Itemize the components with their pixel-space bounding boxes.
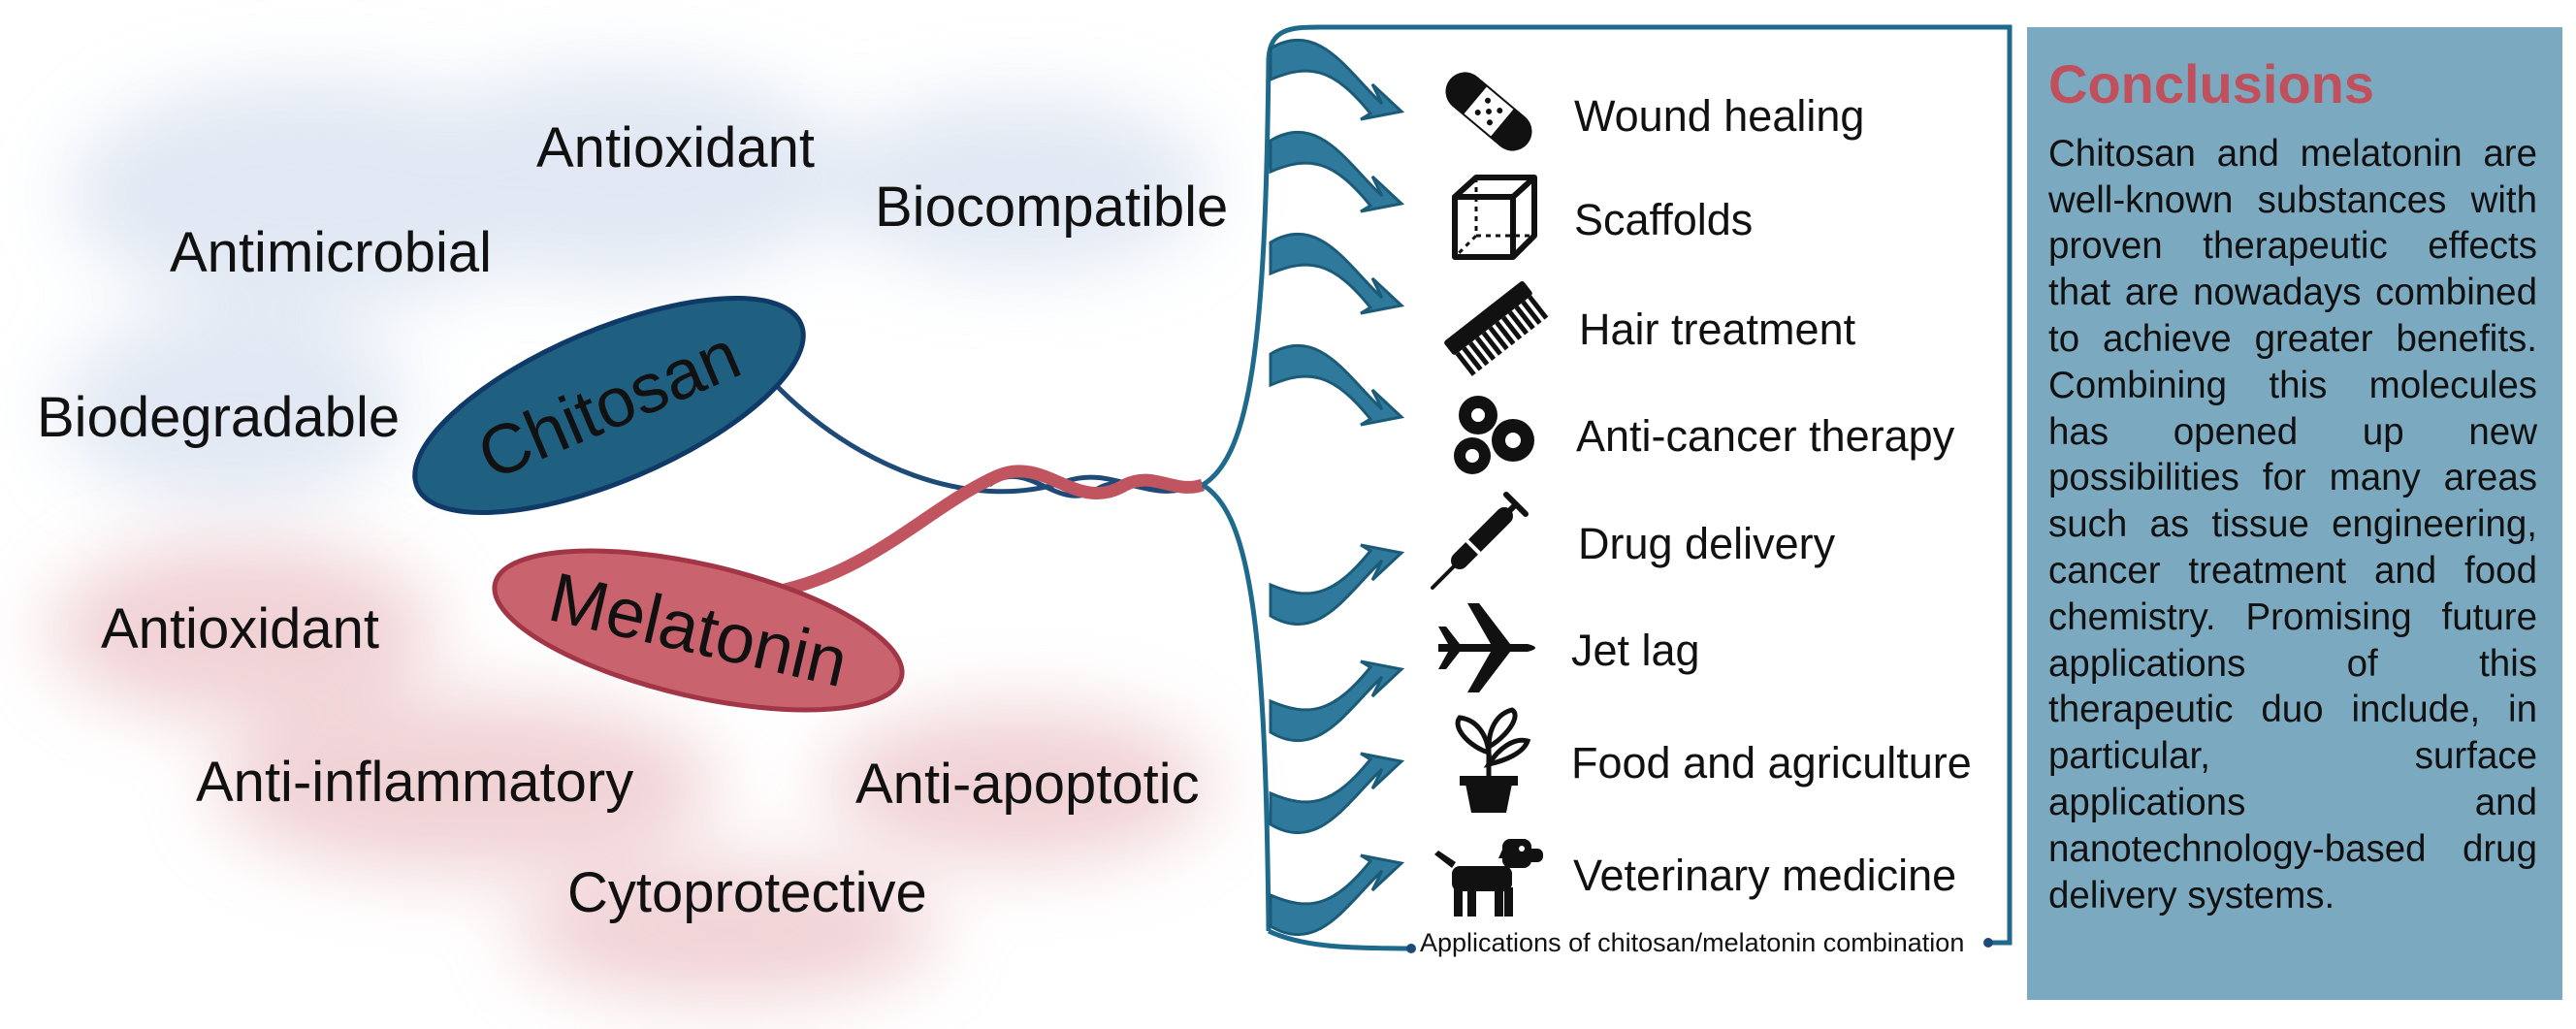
cancer-cells-icon [1454, 396, 1534, 474]
chitosan-property: Biocompatible [875, 176, 1228, 239]
syringe-icon [1431, 492, 1529, 590]
comb-tooth [1495, 320, 1516, 346]
branch-line [1201, 57, 1272, 488]
comb-tooth [1481, 331, 1502, 356]
comb-tooth [1468, 341, 1490, 367]
cube-icon [1452, 175, 1537, 260]
comb-tooth [1521, 300, 1542, 325]
comb-tooth [1514, 305, 1535, 331]
diagram: Antioxidant Biocompatible Antimicrobial … [37, 24, 2012, 999]
conclusions-title: Conclusions [2048, 53, 2375, 114]
application-arrow [1269, 232, 1405, 315]
comb-tooth [1501, 315, 1523, 340]
melatonin-property: Cytoprotective [567, 861, 927, 924]
arrows [1269, 38, 1405, 937]
melatonin-property: Antioxidant [101, 597, 379, 660]
application-arrow [1269, 659, 1405, 743]
airplane-icon [1438, 603, 1535, 692]
melatonin-cloud [48, 543, 1212, 999]
comb-tooth [1528, 295, 1549, 320]
comb-tooth [1455, 351, 1476, 376]
melatonin-property: Anti-apoptotic [855, 753, 1200, 816]
application-arrow [1269, 752, 1405, 835]
applications-bracket-bottom [1267, 928, 1412, 951]
bracket-dot [1983, 938, 1993, 948]
comb-icon [1444, 281, 1549, 376]
application-arrow [1269, 853, 1405, 937]
application-label: Drug delivery [1578, 519, 1836, 568]
comb-tooth [1462, 346, 1483, 371]
melatonin-property: Anti-inflammatory [196, 751, 633, 814]
application-arrow [1269, 543, 1405, 627]
application-label: Anti-cancer therapy [1576, 411, 1955, 461]
chitosan-cloud [58, 68, 1212, 504]
dog-icon [1434, 839, 1543, 916]
application-label: Wound healing [1574, 91, 1864, 141]
application-label: Veterinary medicine [1573, 851, 1956, 900]
application-arrow [1269, 38, 1405, 121]
application-label: Hair treatment [1579, 305, 1856, 354]
potted-plant-icon [1455, 707, 1531, 813]
chitosan-property: Antimicrobial [170, 221, 492, 284]
bandage-icon [1445, 72, 1532, 151]
application-arrow [1269, 130, 1405, 213]
applications-bracket [1266, 24, 2012, 946]
chitosan-ellipse: Chitosan [412, 295, 806, 516]
comb-tooth [1488, 326, 1509, 351]
application-label: Food and agriculture [1571, 738, 1972, 788]
chitosan-property: Biodegradable [37, 386, 400, 449]
comb-tooth [1507, 310, 1529, 336]
applications-caption: Applications of chitosan/melatonin combi… [1420, 928, 1964, 957]
branch-line [1201, 482, 1272, 932]
melatonin-strand [774, 465, 1206, 598]
chitosan-property: Antioxidant [536, 116, 815, 179]
comb-tooth [1474, 336, 1497, 361]
bracket-dot [1406, 944, 1416, 953]
application-arrow [1269, 343, 1405, 427]
conclusions-text: Chitosan and melatonin are well-known su… [2048, 132, 2537, 916]
conclusions-panel: Conclusions Chitosan and melatonin are w… [2027, 27, 2562, 1000]
application-label: Jet lag [1571, 626, 1700, 675]
application-label: Scaffolds [1574, 195, 1753, 244]
